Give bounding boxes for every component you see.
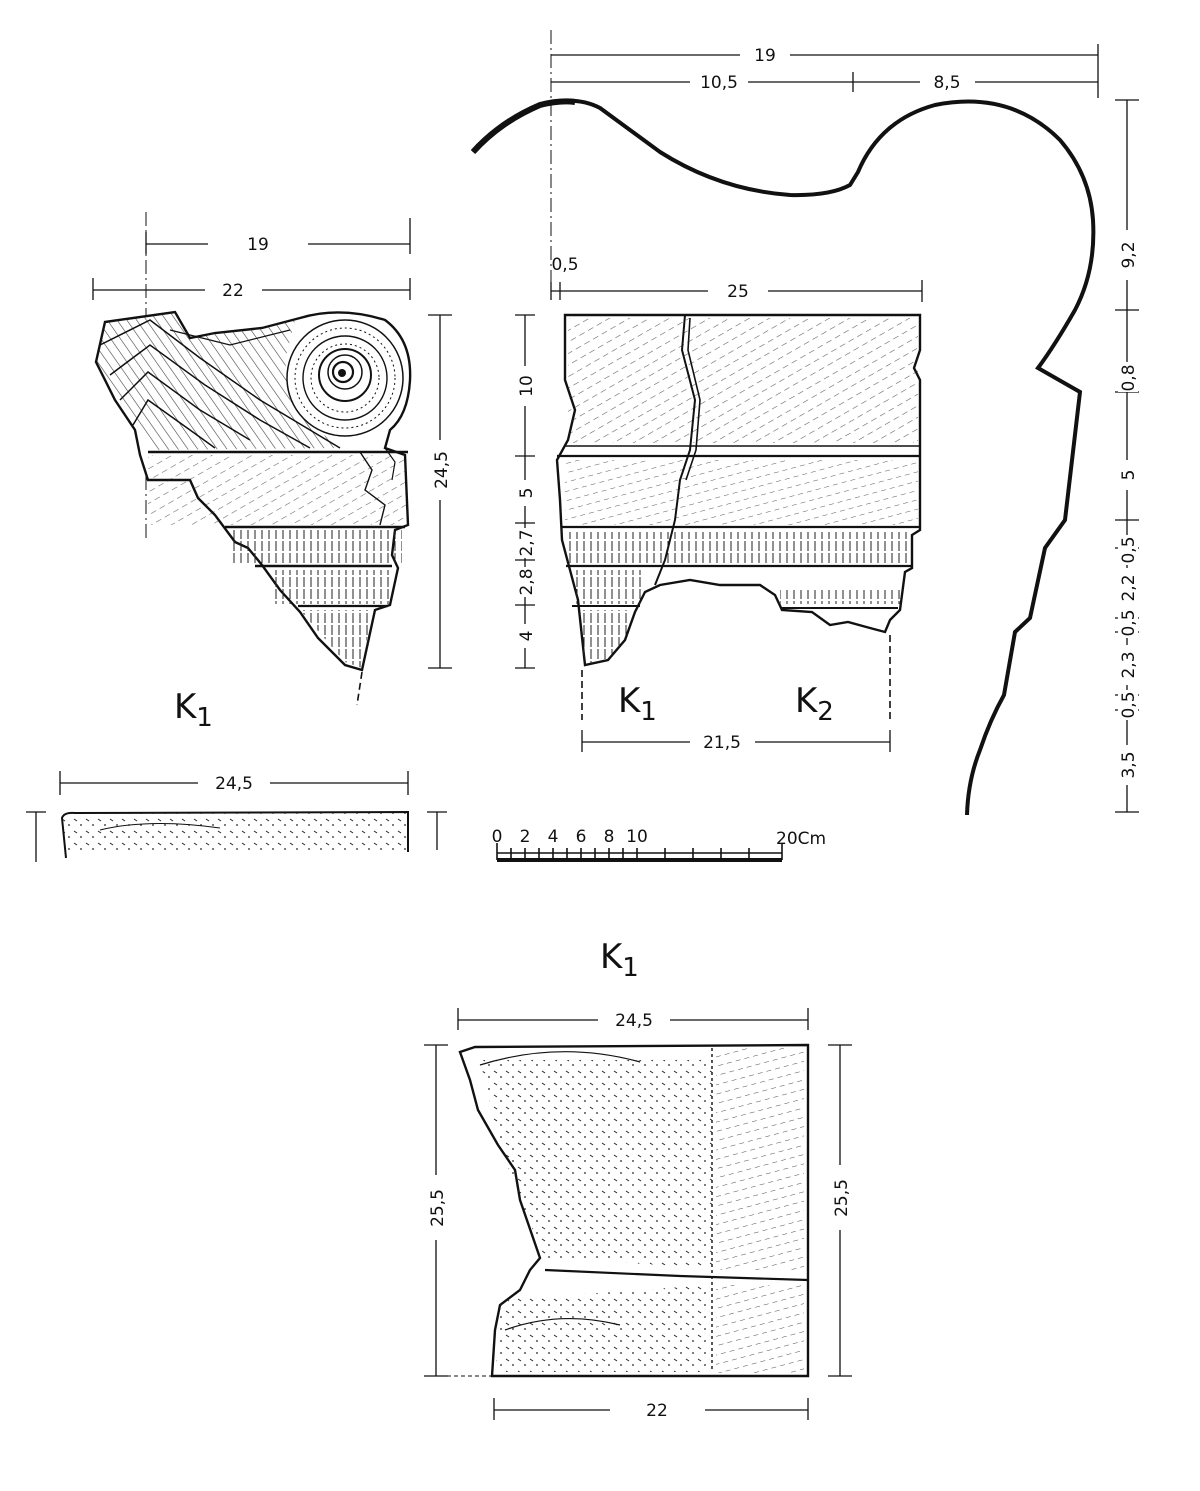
svg-text:0,5: 0,5 xyxy=(1119,536,1139,563)
svg-text:3,5: 3,5 xyxy=(1119,751,1139,778)
svg-text:22: 22 xyxy=(646,1401,668,1421)
dim-k1-side-bottom: 22 xyxy=(493,1398,809,1421)
svg-text:25: 25 xyxy=(727,282,749,302)
label-k1-front: K1 xyxy=(174,687,213,733)
dim-profile-width: 19 10,5 8,5 xyxy=(551,44,1099,98)
svg-text:0,5: 0,5 xyxy=(1119,691,1139,718)
svg-text:2: 2 xyxy=(520,827,531,847)
svg-text:0,5: 0,5 xyxy=(1119,609,1139,636)
svg-text:6: 6 xyxy=(576,827,587,847)
label-k1-bottom: K1 xyxy=(600,937,639,983)
capital-k1-side: 24,5 25,5 25,5 22 xyxy=(424,1008,852,1421)
svg-text:4: 4 xyxy=(548,827,559,847)
svg-text:4: 4 xyxy=(517,631,537,642)
svg-text:22: 22 xyxy=(222,281,244,301)
dim-k1k2-width: 25 xyxy=(550,280,923,302)
capital-k1-front: 19 22 24,5 xyxy=(92,212,452,706)
label-k2-middle: K2 xyxy=(795,681,834,727)
svg-text:0,5: 0,5 xyxy=(551,255,578,275)
svg-text:25,5: 25,5 xyxy=(832,1179,852,1217)
svg-text:25,5: 25,5 xyxy=(428,1189,448,1227)
svg-text:24,5: 24,5 xyxy=(215,774,253,794)
svg-text:5: 5 xyxy=(517,488,537,499)
dim-k1-height: 24,5 xyxy=(428,314,452,669)
svg-text:21,5: 21,5 xyxy=(703,733,741,753)
svg-text:8: 8 xyxy=(604,827,615,847)
svg-text:20Cm: 20Cm xyxy=(776,829,826,849)
svg-text:10: 10 xyxy=(517,375,537,397)
svg-text:2,2: 2,2 xyxy=(1119,574,1139,601)
dim-k1-width-top: 19 xyxy=(145,218,411,255)
svg-text:2,3: 2,3 xyxy=(1119,651,1139,678)
label-k1-middle: K1 xyxy=(618,681,657,727)
svg-text:10,5: 10,5 xyxy=(700,73,738,93)
svg-text:19: 19 xyxy=(754,46,776,66)
volute-spiral xyxy=(286,319,404,437)
dim-k1k2-base: 21,5 xyxy=(581,730,891,753)
scale-bar: 0 2 4 6 8 10 20Cm xyxy=(492,827,826,862)
capital-k1-top-view: 24,5 xyxy=(26,771,447,862)
svg-text:10: 10 xyxy=(626,827,648,847)
capital-k1-k2-front: 0,5 25 10 5 2,7 2,8 4 xyxy=(515,30,923,753)
svg-text:19: 19 xyxy=(247,235,269,255)
dim-k1k2-heights: 10 5 2,7 2,8 4 xyxy=(515,314,537,669)
svg-text:2,8: 2,8 xyxy=(517,568,537,595)
dim-k1-side-right: 25,5 xyxy=(828,1044,852,1377)
svg-text:0,8: 0,8 xyxy=(1119,364,1139,391)
svg-text:5: 5 xyxy=(1119,470,1139,481)
dim-k1-side-top: 24,5 xyxy=(457,1008,809,1031)
dim-k1-side-left: 25,5 xyxy=(424,1044,448,1377)
svg-text:9,2: 9,2 xyxy=(1119,241,1139,268)
profile-section: 19 10,5 8,5 xyxy=(470,44,1139,816)
svg-text:0: 0 xyxy=(492,827,503,847)
dim-k1-top-width: 24,5 xyxy=(59,771,409,795)
svg-text:24,5: 24,5 xyxy=(615,1011,653,1031)
svg-text:24,5: 24,5 xyxy=(432,451,452,489)
svg-text:2,7: 2,7 xyxy=(517,529,537,556)
svg-text:8,5: 8,5 xyxy=(933,73,960,93)
dim-k1-width-full: 22 xyxy=(92,278,411,301)
dim-profile-heights: 9,2 0,8 5 0,5 2,2 0,5 2,3 0,5 3,5 xyxy=(1115,99,1139,813)
